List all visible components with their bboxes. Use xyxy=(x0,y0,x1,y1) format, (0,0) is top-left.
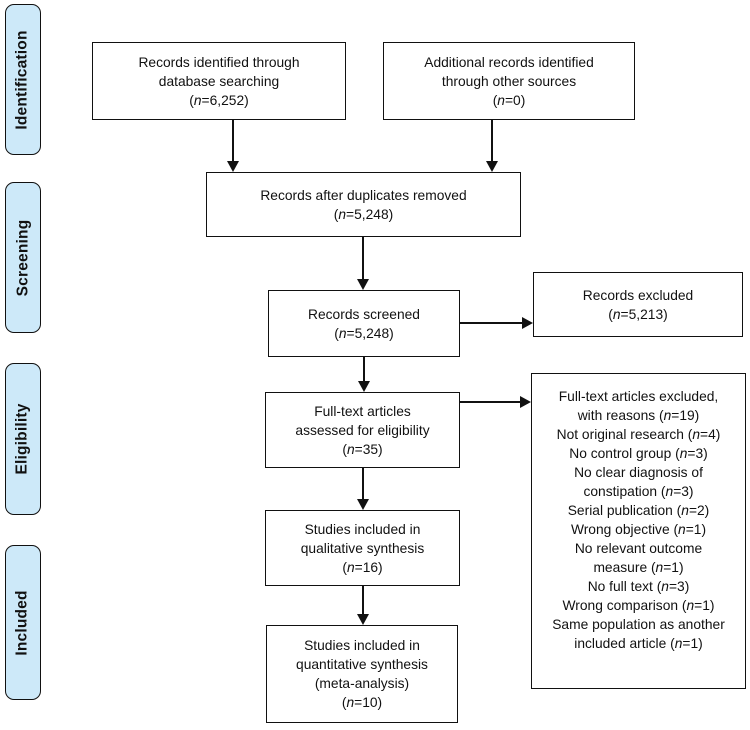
box-fulltext-excluded-reasons: Full-text articles excluded,with reasons… xyxy=(531,373,746,689)
arrow-fulltext-to-qualitative xyxy=(357,468,369,510)
arrow-fulltext-to-reasons xyxy=(460,396,531,408)
stage-label-text: Identification xyxy=(14,29,31,130)
arrow-identified-to-duplicates xyxy=(227,120,239,172)
box-text: Records screened(n=5,248) xyxy=(308,306,420,341)
arrow-additional-to-duplicates xyxy=(486,120,498,172)
stage-label-eligibility: Eligibility xyxy=(5,363,41,515)
arrow-duplicates-to-screened xyxy=(357,237,369,290)
box-text: Full-text articles excluded,with reasons… xyxy=(552,389,725,651)
stage-label-text: Eligibility xyxy=(14,403,32,475)
arrow-screened-to-fulltext xyxy=(358,357,370,392)
stage-label-identification: Identification xyxy=(5,4,41,155)
box-text: Records excluded(n=5,213) xyxy=(582,287,694,322)
box-text: Records after duplicates removed(n=5,248… xyxy=(260,187,467,222)
stage-label-text: Screening xyxy=(14,219,31,296)
arrow-qualitative-to-quantitative xyxy=(357,586,369,625)
box-records-screened: Records screened(n=5,248) xyxy=(268,290,460,357)
stage-label-screening: Screening xyxy=(5,182,41,333)
stage-label-text: Included xyxy=(14,589,32,656)
arrow-screened-to-excluded xyxy=(460,317,533,329)
box-duplicates-removed: Records after duplicates removed(n=5,248… xyxy=(206,172,521,237)
box-records-excluded: Records excluded(n=5,213) xyxy=(533,272,743,337)
stage-label-included: Included xyxy=(5,545,41,700)
